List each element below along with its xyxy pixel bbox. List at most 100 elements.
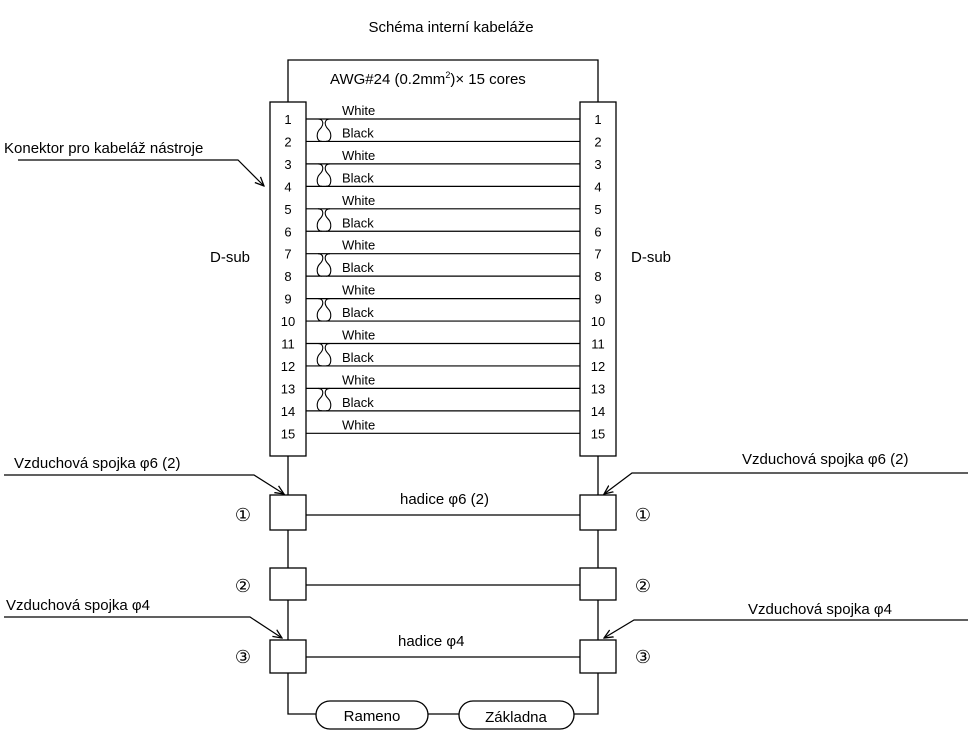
twist-marker-b [324,208,332,232]
left-coupling-3 [269,639,307,674]
port-1-left: ① [235,505,251,526]
air-coupling-bottom-left-leader [4,616,282,638]
port-3-left: ③ [235,647,251,668]
wire-color-label: White [342,417,375,432]
wire-color-label: White [342,103,375,118]
twist-marker-a [316,298,324,322]
left-pin-5: 5 [284,202,291,217]
left-pin-12: 12 [281,359,295,374]
port-1-right: ① [635,505,651,526]
wire-color-label: Black [342,170,374,185]
wire-color-label: White [342,328,375,343]
right-pin-4: 4 [594,179,601,194]
air-coupling-top-right-label: Vzduchová spojka φ6 (2) [742,451,908,468]
air-coupling-bottom-right-leader [604,619,968,638]
twist-marker-b [324,118,332,142]
port-2-left: ② [235,576,251,597]
wire-color-label: White [342,372,375,387]
left-pin-8: 8 [284,269,291,284]
right-pin-2: 2 [594,134,601,149]
wire-color-label: White [342,238,375,253]
left-pin-14: 14 [281,404,295,419]
wire-color-label: White [342,193,375,208]
wire-bundle: WhiteBlackWhiteBlackWhiteBlackWhiteBlack… [306,103,580,434]
right-pin-15: 15 [591,426,605,441]
twist-marker-a [316,387,324,412]
wire-color-label: Black [342,125,374,140]
left-pin-1: 1 [284,112,291,127]
left-pin-4: 4 [284,179,291,194]
wire-color-label: White [342,148,375,163]
twist-marker-b [324,387,332,412]
twist-marker-b [324,342,332,367]
tool-connector-leader [18,159,264,186]
right-pin-5: 5 [594,202,601,217]
port-3-right: ③ [635,647,651,668]
air-coupling-top-left-label: Vzduchová spojka φ6 (2) [14,455,180,472]
air-coupling-top-right-leader [604,472,968,494]
twist-marker-a [316,163,324,187]
air-coupling-top-left-leader [4,474,284,494]
hose-3-label: hadice φ4 [398,633,464,650]
left-pin-11: 11 [281,337,295,352]
left-pin-6: 6 [284,224,291,239]
wire-color-label: Black [342,215,374,230]
right-pin-12: 12 [591,359,605,374]
hose-1-label: hadice φ6 (2) [400,491,489,508]
left-pin-3: 3 [284,157,291,172]
left-dsub-label: D-sub [210,249,250,266]
left-pin-2: 2 [284,134,291,149]
cable-spec: AWG#24 (0.2mm2)× 15 cores [330,70,526,88]
right-dsub-connector [579,101,617,457]
twist-marker-a [316,342,324,367]
twist-marker-a [316,208,324,232]
arm-section [315,700,429,730]
right-pin-7: 7 [594,247,601,262]
right-pin-9: 9 [594,292,601,307]
left-pin-10: 10 [281,314,295,329]
base-label: Základna [485,709,547,726]
twist-marker-b [324,253,332,277]
base-section [458,700,575,730]
wire-color-label: Black [342,260,374,275]
air-coupling-bottom-left-label: Vzduchová spojka φ4 [6,597,150,614]
right-pin-1: 1 [594,112,601,127]
left-routing-line [287,456,316,715]
twisted-pair-markers [316,118,332,412]
wire-color-label: Black [342,350,374,365]
right-pin-14: 14 [591,404,605,419]
right-pin-13: 13 [591,381,605,396]
air-coupling-bottom-right-label: Vzduchová spojka φ4 [748,601,892,618]
right-pin-6: 6 [594,224,601,239]
left-pin-9: 9 [284,292,291,307]
right-dsub-label: D-sub [631,249,671,266]
right-coupling-1 [579,494,617,531]
twist-marker-b [324,163,332,187]
left-coupling-2 [269,567,307,601]
twist-marker-a [316,253,324,277]
left-coupling-1 [269,494,307,531]
wire-color-label: Black [342,305,374,320]
right-coupling-3 [579,639,617,674]
left-pin-7: 7 [284,247,291,262]
right-pin-10: 10 [591,314,605,329]
cable-jacket-outline [287,59,599,102]
right-coupling-2 [579,567,617,601]
diagram-title: Schéma interní kabeláže [368,19,533,36]
right-routing-line [574,456,599,715]
left-pin-13: 13 [281,381,295,396]
twist-marker-a [316,118,324,142]
right-pin-11: 11 [591,337,605,352]
arm-label: Rameno [344,708,401,725]
left-pin-15: 15 [281,426,295,441]
port-2-right: ② [635,576,651,597]
right-pin-3: 3 [594,157,601,172]
right-pin-8: 8 [594,269,601,284]
wire-color-label: White [342,283,375,298]
tool-connector-callout: Konektor pro kabeláž nástroje [4,140,203,157]
twist-marker-b [324,298,332,322]
wire-color-label: Black [342,395,374,410]
